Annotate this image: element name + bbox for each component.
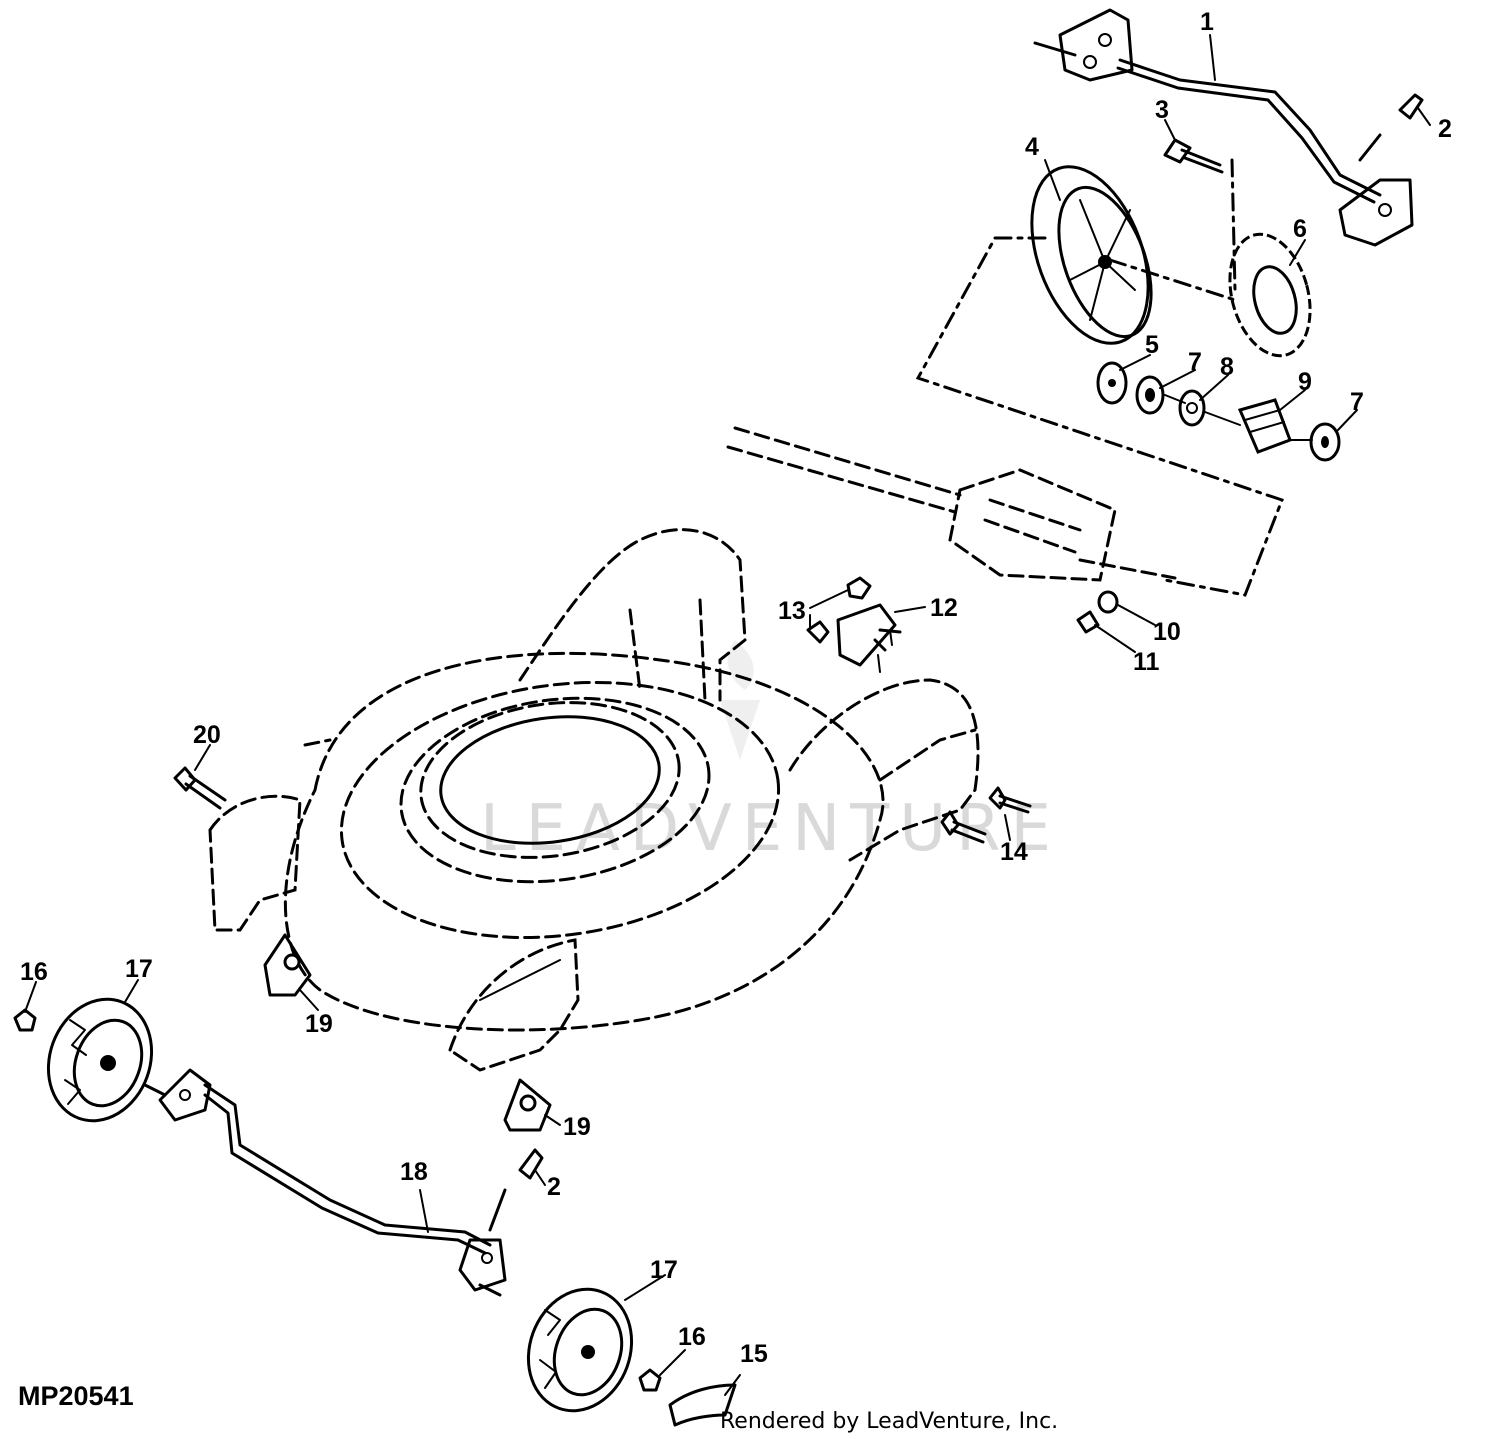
- callout-2-bottom: 2: [547, 1173, 561, 1201]
- drive-gear-part: [1228, 232, 1312, 358]
- bolt-part-20: [173, 766, 227, 810]
- callout-17-left: 17: [125, 955, 153, 983]
- wheel-cap-part: [668, 1383, 737, 1427]
- callout-13: 13: [778, 597, 806, 625]
- mower-deck: [208, 528, 980, 1072]
- callout-11: 11: [1133, 648, 1160, 676]
- key-part: [1076, 610, 1100, 634]
- front-wheel-left: [46, 997, 154, 1123]
- callout-7-left: 7: [1188, 348, 1202, 376]
- bolt-part-14b: [940, 810, 987, 844]
- callout-labels: 1 2 3 4 5 6 7 8 9 7 10 11 12 13 14 15 16…: [20, 8, 1452, 1368]
- clip-part-top: [1398, 93, 1424, 120]
- front-wheel-right: [526, 1287, 634, 1413]
- transmission-hidden: [726, 426, 1177, 582]
- rear-axle-part: [1033, 8, 1414, 247]
- callout-8: 8: [1220, 353, 1234, 381]
- callout-10: 10: [1153, 618, 1181, 646]
- callout-14: 14: [1000, 838, 1028, 866]
- watermark-logo: [720, 640, 760, 760]
- callout-7-right: 7: [1350, 388, 1364, 416]
- callout-3: 3: [1155, 96, 1169, 124]
- callout-9: 9: [1298, 368, 1312, 396]
- screw-part: [1163, 138, 1224, 174]
- leader-lines: [24, 34, 1431, 1396]
- callout-19-left: 19: [305, 1010, 333, 1038]
- callout-2-top: 2: [1438, 115, 1452, 143]
- bearing-part-b: [1309, 422, 1341, 462]
- nut-part-16a: [13, 1008, 37, 1032]
- callout-17-right: 17: [650, 1256, 678, 1284]
- rear-wheel-part: [1030, 165, 1153, 345]
- render-credit: Rendered by LeadVenture, Inc.: [720, 1409, 1058, 1434]
- front-axle-part: [143, 1068, 507, 1297]
- callout-6: 6: [1293, 215, 1307, 243]
- callout-4: 4: [1025, 133, 1039, 161]
- callout-15: 15: [740, 1340, 768, 1368]
- callout-16-right: 16: [678, 1323, 706, 1351]
- callout-20: 20: [193, 721, 221, 749]
- callout-18: 18: [400, 1158, 428, 1186]
- wheel-bracket-front: [503, 1078, 552, 1132]
- nut-part-16b: [638, 1368, 662, 1392]
- callout-16-left: 16: [20, 958, 48, 986]
- callout-19-right: 19: [563, 1113, 591, 1141]
- washer-part: [1096, 361, 1128, 405]
- figure-id: MP20541: [18, 1381, 134, 1411]
- bracket-part: [836, 603, 902, 673]
- callout-1: 1: [1200, 8, 1214, 36]
- spacer-part: [1178, 389, 1206, 427]
- callout-12: 12: [930, 594, 958, 622]
- nut-part-upper: [846, 576, 872, 600]
- bushing-part: [1097, 590, 1119, 614]
- bearing-part-a: [1135, 375, 1165, 415]
- clip-part-bottom: [518, 1148, 544, 1180]
- bolt-part-14a: [988, 786, 1032, 814]
- callout-5: 5: [1145, 331, 1159, 359]
- wheel-bracket-left: [263, 933, 312, 997]
- nut-part-lower: [806, 620, 830, 644]
